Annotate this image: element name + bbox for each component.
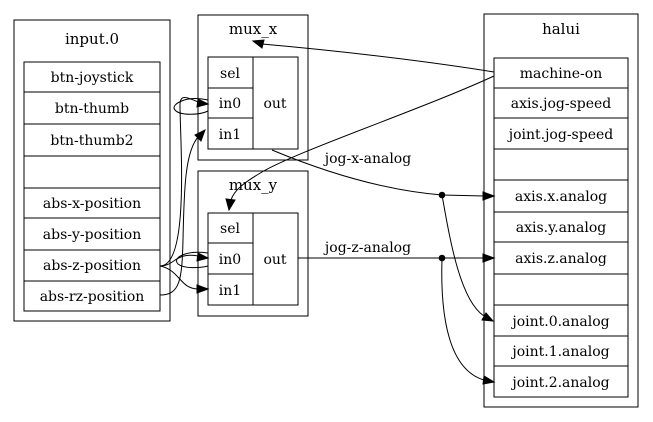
halui-pin-joint-2-analog: joint.2.analog	[510, 375, 609, 391]
halui-pin-joint-jog-speed: joint.jog-speed	[507, 127, 614, 143]
input0-pin-btn-thumb: btn-thumb	[55, 101, 129, 117]
node-mux-x: mux_x sel in0 in1 out	[197, 14, 309, 161]
mux-y-pin-in1: in1	[219, 283, 241, 299]
input0-pin-abs-z-position: abs-z-position	[43, 258, 141, 274]
node-halui: halui machine-on axis.jog-speed joint.jo…	[483, 13, 639, 408]
halui-pin-joint-0-analog: joint.0.analog	[510, 314, 609, 330]
edge-abs-z-to-mux-x-in0	[159, 97, 210, 267]
input0-pin-table	[23, 61, 161, 312]
node-mux-y: mux_y sel in0 in1 out	[197, 170, 309, 317]
edge-abs-rz-to-mux-y-in1	[159, 265, 210, 294]
mux-x-pin-in1: in1	[219, 127, 241, 143]
halui-title: halui	[542, 20, 580, 38]
input0-pin-btn-thumb2: btn-thumb2	[50, 133, 133, 149]
input0-frame	[13, 19, 171, 322]
mux-x-pin-sel: sel	[220, 66, 240, 82]
mux-y-frame	[197, 170, 309, 317]
mux-y-pin-in0: in0	[219, 252, 241, 268]
halui-pin-machine-on: machine-on	[520, 66, 602, 82]
edge-mux-x-in0-loop	[173, 98, 209, 115]
input0-title: input.0	[65, 30, 119, 48]
signal-label-jog-z-analog: jog-z-analog	[323, 240, 411, 256]
mux-x-frame	[197, 14, 309, 161]
edge-machine-on-to-mux-x-sel	[251, 39, 495, 73]
edge-abs-rz-to-mux-x-in1	[159, 128, 206, 296]
halui-pin-table	[493, 57, 629, 398]
mux-y-title: mux_y	[229, 176, 278, 194]
halui-frame	[483, 13, 639, 408]
mux-y-pin-out: out	[263, 252, 286, 268]
mux-y-pin-sel: sel	[220, 221, 240, 237]
signal-label-jog-x-analog: jog-x-analog	[323, 151, 411, 167]
halui-pin-joint-1-analog: joint.1.analog	[510, 344, 609, 360]
input0-pin-btn-joystick: btn-joystick	[51, 70, 134, 86]
input0-pin-abs-rz-position: abs-rz-position	[40, 289, 145, 305]
mux-x-pin-in0: in0	[219, 96, 241, 112]
mux-x-pin-out: out	[263, 96, 286, 112]
halui-pin-axis-x-analog: axis.x.analog	[515, 189, 607, 205]
edge-jog-x-analog: jog-x-analog	[271, 149, 496, 322]
mux-x-title: mux_x	[229, 20, 278, 38]
input0-pin-abs-y-position: abs-y-position	[43, 227, 141, 243]
halui-pin-axis-jog-speed: axis.jog-speed	[511, 96, 612, 112]
halui-pin-axis-y-analog: axis.y.analog	[516, 220, 606, 236]
node-input0: input.0 btn-joystick btn-thumb btn-thumb…	[13, 19, 171, 322]
input0-pin-abs-x-position: abs-x-position	[43, 196, 141, 212]
edge-jog-z-analog: jog-z-analog	[298, 240, 496, 385]
halui-pin-axis-z-analog: axis.z.analog	[515, 251, 607, 267]
edge-abs-z-to-mux-y-in0	[159, 251, 210, 269]
